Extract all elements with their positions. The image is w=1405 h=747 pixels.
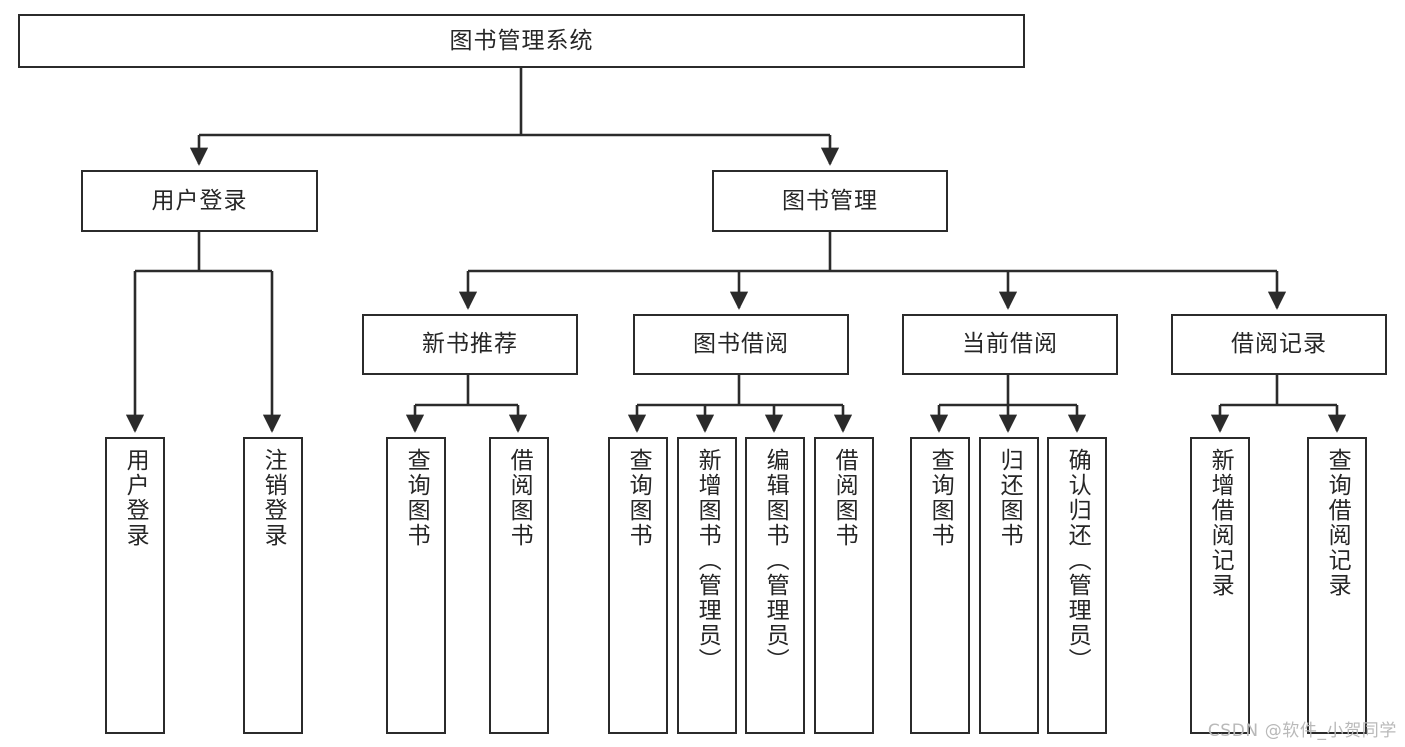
node-label: 借阅图书 <box>506 448 533 548</box>
node-label: 用户登录 <box>151 187 248 214</box>
node-label: 注销登录 <box>260 448 287 548</box>
node-label: 查询图书 <box>927 448 954 548</box>
leaf-current-confirm-return-admin[interactable]: 确认归还（管理员） <box>1047 437 1107 734</box>
node-label: 查询图书 <box>403 448 430 548</box>
node-label: 图书管理系统 <box>449 27 594 54</box>
leaf-record-add-record[interactable]: 新增借阅记录 <box>1190 437 1250 734</box>
node-label: 借阅记录 <box>1231 331 1327 358</box>
leaf-borrow-borrow-book[interactable]: 借阅图书 <box>814 437 874 734</box>
node-label: 查询借阅记录 <box>1324 448 1351 598</box>
node-user-login[interactable]: 用户登录 <box>81 170 318 232</box>
leaf-current-query-book[interactable]: 查询图书 <box>910 437 970 734</box>
node-label: 图书管理 <box>782 187 878 214</box>
node-label: 新书推荐 <box>422 331 518 358</box>
leaf-borrow-add-book-admin[interactable]: 新增图书（管理员） <box>677 437 737 734</box>
leaf-user-login-signout[interactable]: 注销登录 <box>243 437 303 734</box>
node-label: 新增图书（管理员） <box>694 448 721 673</box>
node-label: 当前借阅 <box>962 331 1058 358</box>
node-borrow-record[interactable]: 借阅记录 <box>1171 314 1387 375</box>
node-current-borrow[interactable]: 当前借阅 <box>902 314 1118 375</box>
leaf-user-login-signin[interactable]: 用户登录 <box>105 437 165 734</box>
node-label: 借阅图书 <box>831 448 858 548</box>
node-label: 用户登录 <box>122 448 149 548</box>
leaf-borrow-query-book[interactable]: 查询图书 <box>608 437 668 734</box>
leaf-record-query-record[interactable]: 查询借阅记录 <box>1307 437 1367 734</box>
leaf-current-return-book[interactable]: 归还图书 <box>979 437 1039 734</box>
node-label: 新增借阅记录 <box>1207 448 1234 598</box>
node-label: 确认归还（管理员） <box>1064 448 1091 673</box>
leaf-newbook-borrow-book[interactable]: 借阅图书 <box>489 437 549 734</box>
leaf-borrow-edit-book-admin[interactable]: 编辑图书（管理员） <box>745 437 805 734</box>
node-book-borrow[interactable]: 图书借阅 <box>633 314 849 375</box>
node-label: 图书借阅 <box>693 331 789 358</box>
node-new-book-recommend[interactable]: 新书推荐 <box>362 314 578 375</box>
node-book-management[interactable]: 图书管理 <box>712 170 948 232</box>
watermark-credit: CSDN @软件_小贺同学 <box>1207 721 1397 741</box>
node-root-system[interactable]: 图书管理系统 <box>18 14 1025 68</box>
leaf-newbook-query-book[interactable]: 查询图书 <box>386 437 446 734</box>
node-label: 归还图书 <box>996 448 1023 548</box>
node-label: 查询图书 <box>625 448 652 548</box>
node-label: 编辑图书（管理员） <box>762 448 789 673</box>
